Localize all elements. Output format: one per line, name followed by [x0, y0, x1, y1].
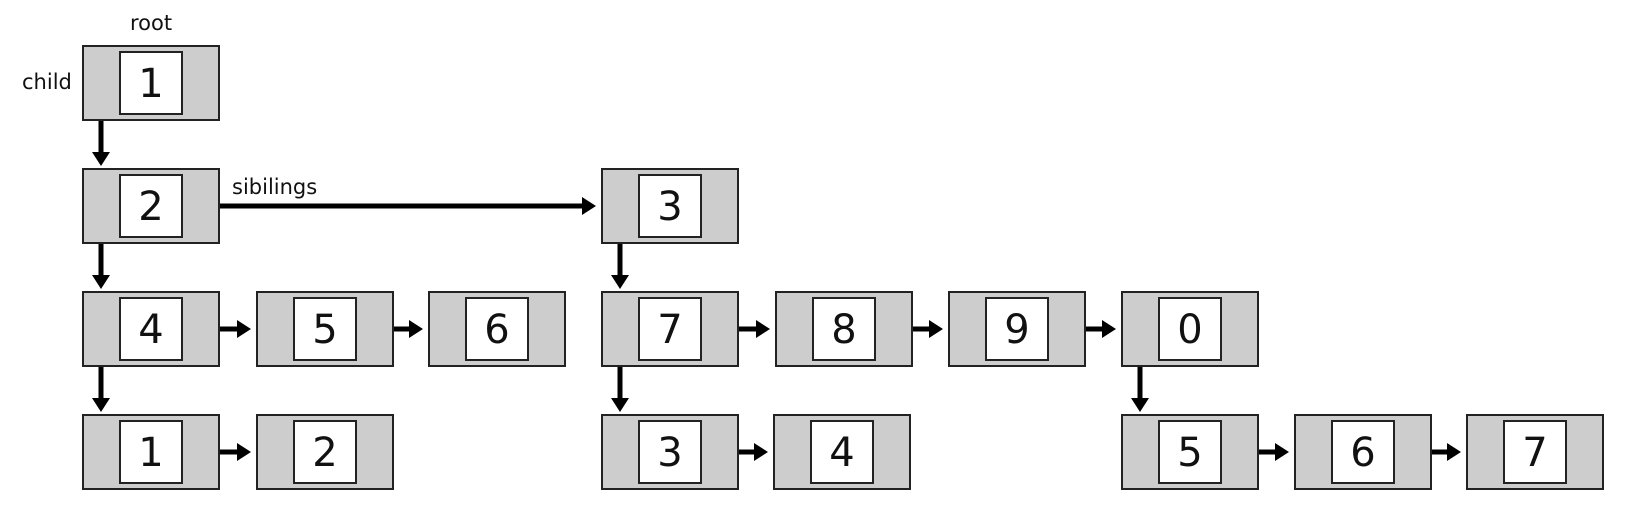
- arrow-head-icon: [1447, 443, 1461, 461]
- value-box: [1331, 420, 1395, 484]
- arrow-head-icon: [756, 320, 770, 338]
- arrow-head-icon: [929, 320, 943, 338]
- value-box: [119, 174, 183, 238]
- root-label: root: [130, 11, 172, 35]
- node-value: 9: [1004, 307, 1029, 353]
- node-value: 7: [657, 307, 682, 353]
- list-node: 5: [1121, 414, 1259, 490]
- value-box: [810, 420, 874, 484]
- node-value: 4: [829, 430, 854, 476]
- arrow-head-icon: [92, 398, 110, 412]
- value-box: [119, 420, 183, 484]
- value-box: [638, 174, 702, 238]
- node-value: 1: [138, 61, 163, 107]
- list-node: 0: [1121, 291, 1259, 367]
- child-label: child: [22, 70, 72, 94]
- arrow-head-icon: [582, 197, 596, 215]
- arrow-head-icon: [409, 320, 423, 338]
- list-node: 1: [82, 414, 220, 490]
- sibling-pointer: [194, 197, 596, 215]
- node-value: 7: [1522, 430, 1547, 476]
- arrow-head-icon: [611, 398, 629, 412]
- list-node: 6: [428, 291, 566, 367]
- node-value: 3: [657, 184, 682, 230]
- arrow-head-icon: [92, 152, 110, 166]
- node-value: 8: [831, 307, 856, 353]
- node-value: 6: [484, 307, 509, 353]
- value-box: [293, 420, 357, 484]
- arrow-head-icon: [754, 443, 768, 461]
- value-box: [119, 297, 183, 361]
- list-node: 3: [601, 414, 739, 490]
- node-value: 1: [138, 430, 163, 476]
- value-box: [1503, 420, 1567, 484]
- arrow-head-icon: [1275, 443, 1289, 461]
- list-node: 1: [82, 45, 220, 121]
- value-box: [638, 297, 702, 361]
- value-box: [465, 297, 529, 361]
- nodes-layer: 1 2 3 4 5 6 7 8 9 0 1 2 3 4 5 6 7: [82, 45, 1604, 490]
- value-box: [1158, 297, 1222, 361]
- node-value: 0: [1177, 307, 1202, 353]
- list-node: 2: [82, 168, 220, 244]
- list-node: 9: [948, 291, 1086, 367]
- arrow-head-icon: [92, 275, 110, 289]
- arrow-head-icon: [237, 443, 251, 461]
- edges-layer: [92, 77, 1461, 461]
- value-box: [985, 297, 1049, 361]
- node-value: 6: [1350, 430, 1375, 476]
- siblings-label: sibilings: [232, 175, 317, 199]
- list-node: 5: [256, 291, 394, 367]
- node-value: 2: [138, 184, 163, 230]
- list-node: 2: [256, 414, 394, 490]
- list-node: 3: [601, 168, 739, 244]
- node-value: 5: [312, 307, 337, 353]
- arrow-head-icon: [237, 320, 251, 338]
- arrow-head-icon: [1102, 320, 1116, 338]
- node-value: 2: [312, 430, 337, 476]
- value-box: [293, 297, 357, 361]
- list-node: 4: [82, 291, 220, 367]
- list-node: 8: [775, 291, 913, 367]
- list-node: 7: [1466, 414, 1604, 490]
- list-node: 7: [601, 291, 739, 367]
- arrow-head-icon: [1131, 398, 1149, 412]
- list-node: 4: [773, 414, 911, 490]
- value-box: [638, 420, 702, 484]
- node-value: 5: [1177, 430, 1202, 476]
- value-box: [119, 51, 183, 115]
- arrow-head-icon: [611, 275, 629, 289]
- list-node: 6: [1294, 414, 1432, 490]
- node-value: 3: [657, 430, 682, 476]
- node-value: 4: [138, 307, 163, 353]
- value-box: [812, 297, 876, 361]
- value-box: [1158, 420, 1222, 484]
